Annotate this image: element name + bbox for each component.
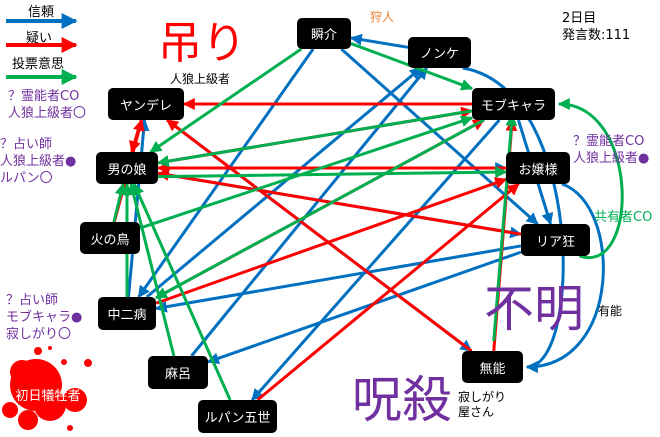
note-line: ？霊能者CO — [8, 89, 80, 104]
riaku-note: 共有者CO — [594, 210, 653, 225]
day-info: 2日目 発言数:111 — [562, 10, 630, 44]
node-shunsuke[interactable]: 瞬介 — [297, 18, 351, 49]
edge-trust-nonke-to-shunsuke — [349, 33, 409, 49]
note-line: 人狼上級者● — [0, 154, 77, 169]
node-lupin[interactable]: ルパン五世 — [198, 400, 277, 433]
node-nonke[interactable]: ノンケ — [408, 37, 471, 68]
edge-trust-riaku-to-chuni — [154, 244, 522, 313]
node-maro[interactable]: 麻呂 — [148, 356, 208, 389]
note-line: 寂しがり〇 — [6, 327, 72, 342]
legend-arrows — [6, 13, 78, 85]
node-mob[interactable]: モブキャラ — [472, 88, 555, 120]
node-yandere[interactable]: ヤンデレ — [108, 88, 184, 120]
edge-vote-otoko-to-ojou — [157, 166, 508, 179]
edge-doubt-lupin-to-ojou — [256, 182, 520, 402]
day-label: 2日目 — [562, 11, 597, 26]
edge-vote-shunsuke-to-otoko — [149, 47, 303, 154]
unknown-note: 有能 — [598, 304, 623, 318]
edge-doubt-riaku-to-otoko — [156, 169, 522, 236]
edge-trust-riaku-to-maro — [206, 250, 522, 365]
curse-note-line: 屋さん — [458, 405, 495, 419]
edge-doubt-chuni-to-ojou — [155, 177, 508, 305]
note-line: モブキャラ● — [6, 310, 83, 325]
hang-stamp: 吊り — [158, 18, 246, 69]
note-line: ？霊能者CO — [573, 134, 645, 149]
unknown-stamp: 不明 — [484, 280, 584, 338]
node-ojou[interactable]: お嬢様 — [506, 152, 570, 184]
node-victim[interactable]: 初日犠牲者 — [15, 389, 81, 404]
note-line: ？占い師 — [0, 137, 53, 152]
edge-trust-maro-to-nonke — [190, 67, 428, 357]
mob-note: ？霊能者CO 人狼上級者● — [573, 133, 649, 167]
edge-trust-ojou-to-munou — [525, 182, 605, 373]
edge-vote-riaku-to-mob — [557, 98, 624, 260]
edge-trust-chuni-to-nonke — [145, 66, 422, 299]
hang-note: 人狼上級者 — [170, 72, 231, 86]
remark-count: 発言数:111 — [562, 28, 631, 43]
edge-trust-shunsuke-to-chuni — [137, 48, 315, 298]
node-chuni[interactable]: 中二病 — [98, 297, 156, 330]
note-line: ？占い師 — [6, 293, 59, 308]
edge-vote-mob-to-chuni — [154, 118, 485, 300]
curse-note: 寂しがり 屋さん — [458, 390, 506, 420]
note-line: 人狼上級者● — [573, 151, 650, 166]
legend-trust-label: 信頼 — [28, 5, 55, 20]
edge-doubt-munou-to-yandere — [166, 118, 473, 353]
blood-splatter-icon — [2, 346, 92, 431]
edge-vote-hinotori-to-otoko — [112, 182, 127, 223]
chuni-note: ？占い師 モブキャラ● 寂しがり〇 — [6, 292, 82, 343]
node-hinotori[interactable]: 火の鳥 — [80, 222, 140, 254]
edge-vote-mob-to-otoko — [156, 109, 473, 168]
curse-stamp: 呪殺 — [352, 371, 452, 429]
hunter-note: 狩人 — [370, 10, 395, 24]
legend-doubt-label: 疑い — [26, 31, 53, 46]
note-line: 人狼上級者〇 — [8, 106, 87, 121]
node-otoko[interactable]: 男の娘 — [96, 152, 158, 184]
node-munou[interactable]: 無能 — [462, 351, 523, 383]
note-line: ルパン〇 — [0, 171, 53, 186]
otoko-note: ？占い師 人狼上級者● ルパン〇 — [0, 136, 76, 187]
node-riaku[interactable]: リア狂 — [521, 224, 590, 256]
legend-vote-label: 投票意思 — [12, 57, 65, 72]
edge-vote-hinotori-to-mob — [139, 115, 474, 230]
edge-vote-maro-to-otoko — [127, 182, 176, 357]
yandere-note: ？霊能者CO 人狼上級者〇 — [8, 88, 86, 122]
curse-note-line: 寂しがり — [458, 390, 507, 404]
edge-vote-lupin-to-otoko — [132, 182, 232, 401]
